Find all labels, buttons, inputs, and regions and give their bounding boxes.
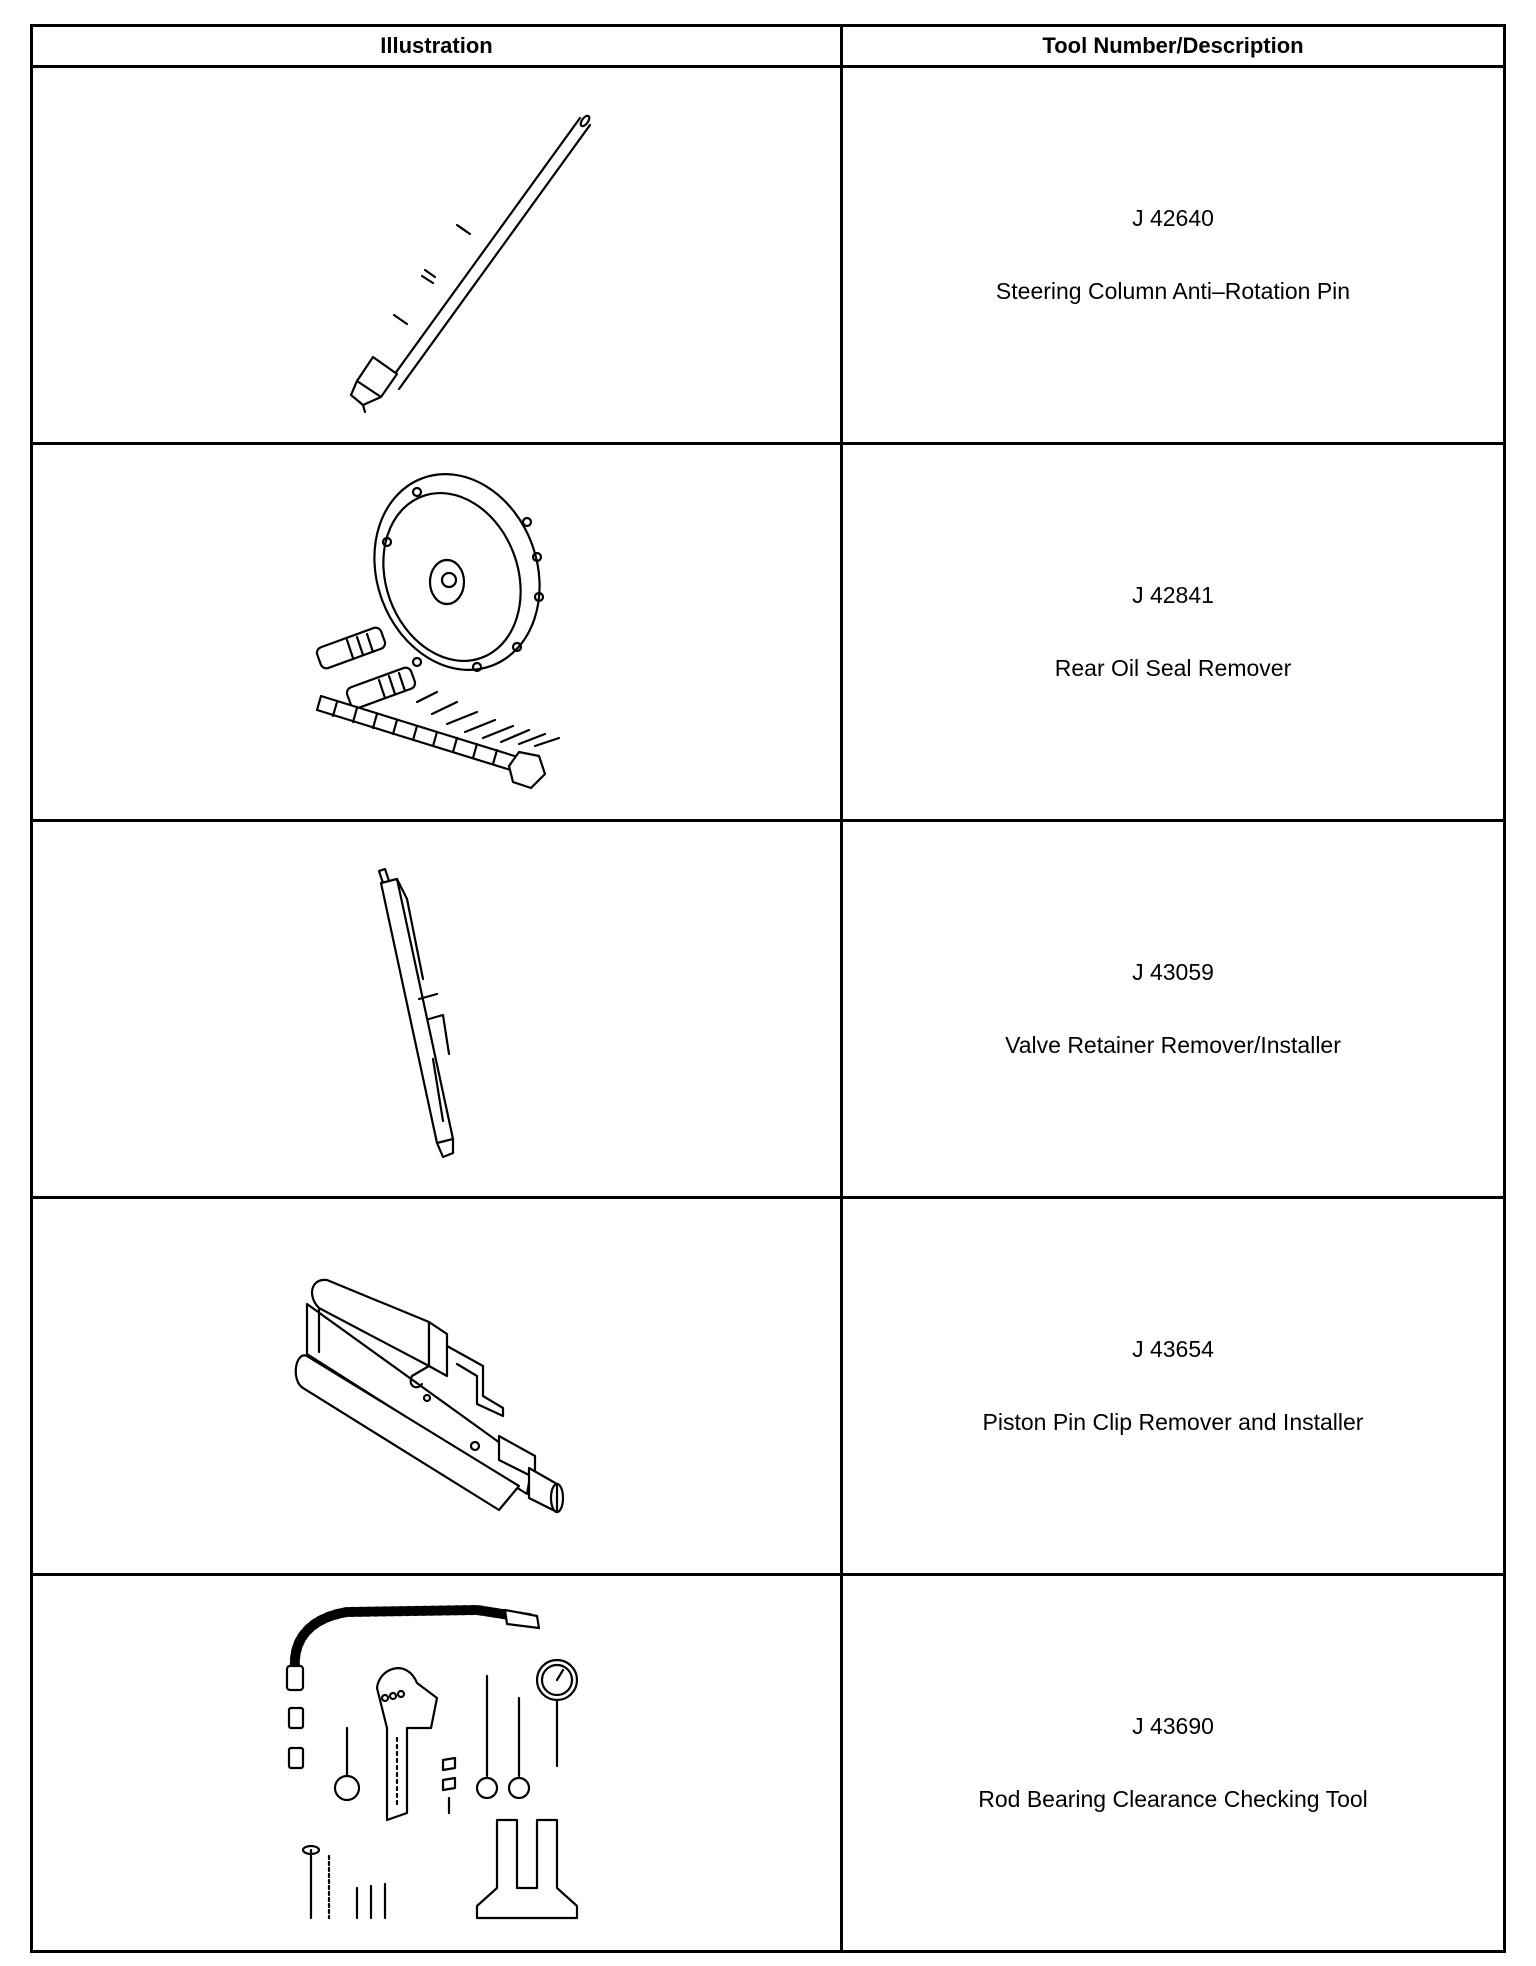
- header-row: Illustration Tool Number/Description: [30, 24, 1506, 68]
- table-row: J 43059 Valve Retainer Remover/Installer: [30, 819, 1506, 1199]
- description-cell: J 43654 Piston Pin Clip Remover and Inst…: [840, 1196, 1506, 1576]
- tool-number: J 43059: [1132, 959, 1214, 985]
- tool-description: Rear Oil Seal Remover: [1054, 655, 1292, 681]
- illustration-cell: [30, 442, 843, 822]
- illustration-cell: [30, 1196, 843, 1576]
- tool-description: Rod Bearing Clearance Checking Tool: [978, 1786, 1368, 1812]
- description-header: Tool Number/Description: [840, 24, 1506, 68]
- table-row: J 43654 Piston Pin Clip Remover and Inst…: [30, 1196, 1506, 1576]
- description-cell: J 42640 Steering Column Anti–Rotation Pi…: [840, 65, 1506, 445]
- tool-description: Valve Retainer Remover/Installer: [1005, 1032, 1341, 1058]
- tool-number: J 42841: [1132, 582, 1214, 608]
- piston-pin-clip-tool-icon: [294, 1278, 564, 1514]
- tool-number: J 43690: [1132, 1713, 1214, 1739]
- description-cell: J 43059 Valve Retainer Remover/Installer: [840, 819, 1506, 1199]
- illustration-header: Illustration: [30, 24, 843, 68]
- valve-retainer-tool-icon: [377, 867, 454, 1159]
- tool-number: J 42640: [1132, 205, 1214, 231]
- tool-number: J 43654: [1132, 1336, 1214, 1362]
- illustration-cell: [30, 1573, 843, 1953]
- rod-bearing-checking-tool-icon: [285, 1605, 578, 1920]
- description-cell: J 42841 Rear Oil Seal Remover: [840, 442, 1506, 822]
- table-row: J 42841 Rear Oil Seal Remover: [30, 442, 1506, 822]
- illustration-cell: [30, 819, 843, 1199]
- anti-rotation-pin-icon: [349, 114, 591, 414]
- seal-remover-icon: [315, 473, 560, 790]
- description-cell: J 43690 Rod Bearing Clearance Checking T…: [840, 1573, 1506, 1953]
- table-row: J 43690 Rod Bearing Clearance Checking T…: [30, 1573, 1506, 1953]
- special-tools-table: Illustration Tool Number/Description: [30, 24, 1506, 1953]
- table-row: J 42640 Steering Column Anti–Rotation Pi…: [30, 65, 1506, 445]
- tool-description: Piston Pin Clip Remover and Installer: [982, 1409, 1364, 1435]
- illustration-cell: [30, 65, 843, 445]
- tool-description: Steering Column Anti–Rotation Pin: [995, 278, 1351, 304]
